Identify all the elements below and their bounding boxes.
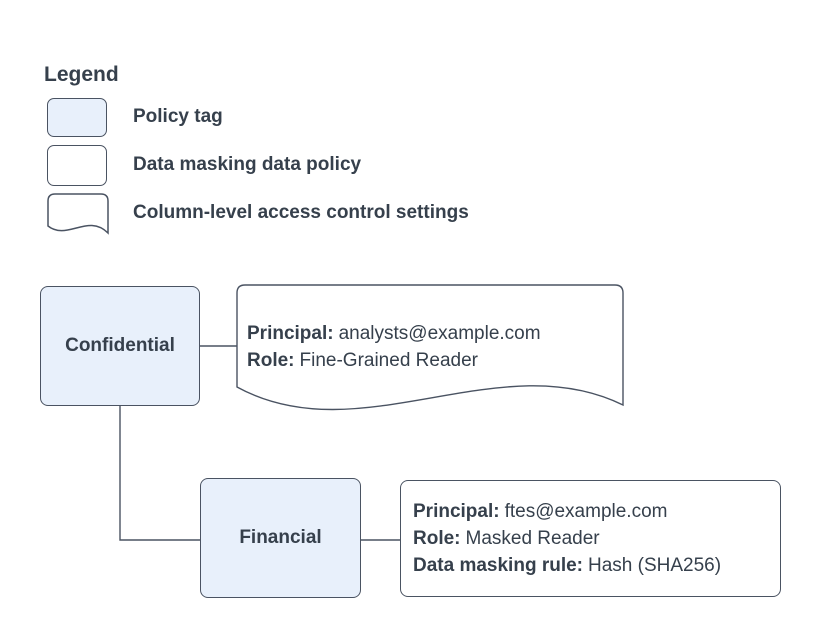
role-value: Fine-Grained Reader [299, 350, 478, 371]
role-line: Role:Masked Reader [413, 525, 780, 552]
legend-title: Legend [44, 63, 119, 86]
role-value: Masked Reader [465, 528, 600, 549]
node-financial-label: Financial [239, 527, 322, 548]
principal-line: Principal:analysts@example.com [247, 320, 541, 347]
node-financial-data-policy: Principal:ftes@example.com Role:Masked R… [400, 480, 781, 597]
principal-line: Principal:ftes@example.com [413, 498, 780, 525]
role-line: Role:Fine-Grained Reader [247, 347, 541, 374]
masking-rule-line: Data masking rule:Hash (SHA256) [413, 552, 780, 579]
role-key: Role: [413, 528, 461, 549]
node-confidential-label: Confidential [65, 335, 175, 356]
legend-policy-tag-shape [47, 98, 107, 137]
node-financial-policy-tag: Financial [200, 478, 361, 598]
node-confidential-policy-tag: Confidential [40, 286, 200, 406]
principal-key: Principal: [247, 323, 334, 344]
principal-value: analysts@example.com [338, 323, 541, 344]
document-shape-outline [236, 284, 624, 411]
principal-value: ftes@example.com [504, 501, 668, 522]
role-key: Role: [247, 350, 295, 371]
masking-rule-value: Hash (SHA256) [588, 555, 722, 576]
legend-item-column-access-label: Column-level access control settings [133, 202, 469, 223]
masking-rule-key: Data masking rule: [413, 555, 583, 576]
confidential-settings-text: Principal:analysts@example.com Role:Fine… [247, 320, 541, 374]
principal-key: Principal: [413, 501, 500, 522]
legend-document-shape [47, 193, 109, 239]
legend-item-data-policy-label: Data masking data policy [133, 154, 362, 175]
node-confidential-access-settings: Principal:analysts@example.com Role:Fine… [236, 284, 624, 416]
legend-data-policy-shape [47, 145, 107, 186]
document-shape-icon [47, 193, 109, 235]
legend-item-policy-tag-label: Policy tag [133, 106, 223, 127]
